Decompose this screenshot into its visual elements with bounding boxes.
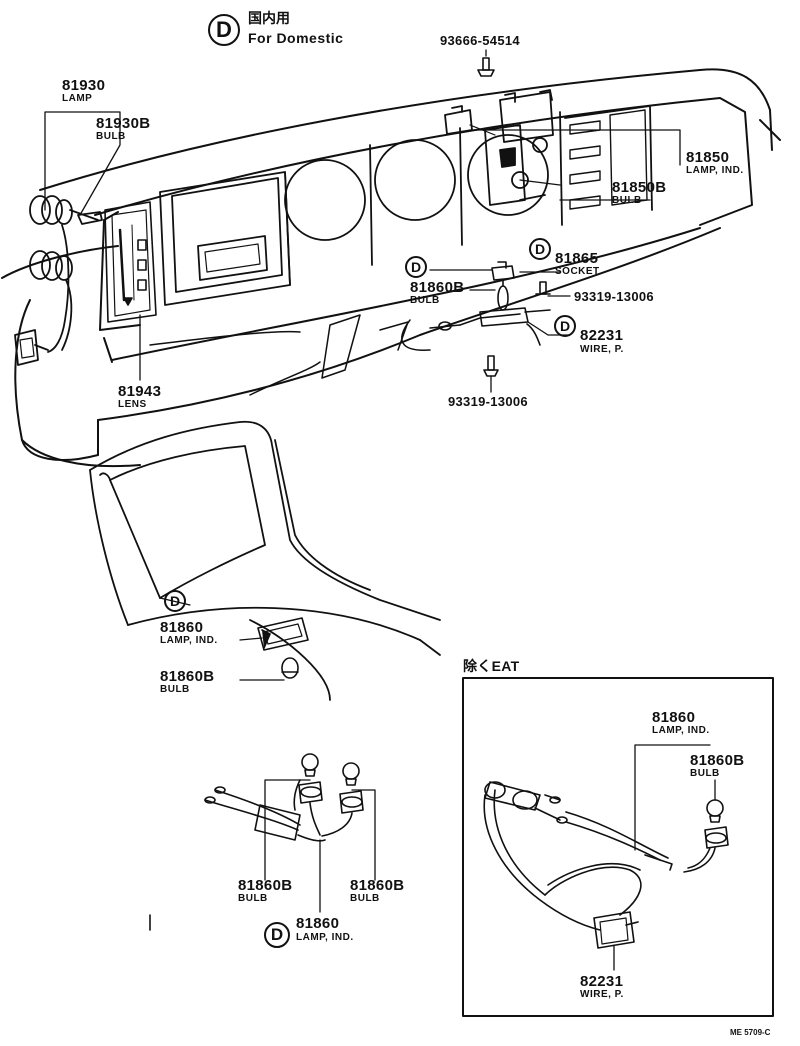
leader-lines: [44, 49, 716, 971]
label-81860-bottom-name: LAMP, IND.: [296, 932, 354, 943]
console-outline: [89, 420, 441, 701]
domestic-marker-bottom: D: [264, 922, 290, 948]
label-81860b-top-number: 81860B: [410, 279, 465, 296]
screw-93666-drawing: [477, 57, 495, 77]
label-81860b-top-name: BULB: [410, 295, 440, 306]
socket-wire-drawing: [429, 261, 551, 377]
label-93319-a-number: 93319-13006: [574, 289, 654, 304]
label-81930-number: 81930: [62, 77, 106, 94]
label-81860-bottom-number: 81860: [296, 915, 340, 932]
label-81860-box-number: 81860: [652, 709, 696, 726]
inset-box: [462, 677, 774, 1017]
legend-jp: 国内用: [248, 10, 290, 26]
domestic-marker-console: D: [164, 590, 186, 612]
domestic-marker-81865: D: [529, 238, 551, 260]
label-81860b-console-number: 81860B: [160, 668, 215, 685]
label-81860b-console-name: BULB: [160, 684, 190, 695]
dashboard-outline: [1, 68, 781, 468]
label-82231-box-number: 82231: [580, 973, 624, 990]
label-81860-console-name: LAMP, IND.: [160, 635, 218, 646]
label-81860b-left-number: 81860B: [238, 877, 293, 894]
label-81860b-box-number: 81860B: [690, 752, 745, 769]
label-81850b-number: 81850B: [612, 179, 667, 196]
label-81943-name: LENS: [118, 399, 147, 410]
label-81930b-name: BULB: [96, 131, 126, 142]
label-81943-number: 81943: [118, 383, 162, 400]
label-81865-number: 81865: [555, 250, 599, 267]
label-81860b-left-name: BULB: [238, 893, 268, 904]
bottom-lamp-drawing: [204, 753, 364, 842]
label-93666-number: 93666-54514: [440, 33, 520, 48]
label-82231-top-name: WIRE, P.: [580, 344, 624, 355]
label-82231-top-number: 82231: [580, 327, 624, 344]
label-81850b-name: BULB: [612, 195, 642, 206]
label-81850-number: 81850: [686, 149, 730, 166]
lamp-81850-drawing: [444, 89, 554, 206]
domestic-marker-81860b: D: [405, 256, 427, 278]
domestic-marker-82231: D: [554, 315, 576, 337]
label-81860-console-number: 81860: [160, 619, 204, 636]
label-81865-name: SOCKET: [555, 266, 600, 277]
label-81860-box-name: LAMP, IND.: [652, 725, 710, 736]
label-81860b-box-name: BULB: [690, 768, 720, 779]
label-81860b-right-name: BULB: [350, 893, 380, 904]
label-82231-box-name: WIRE, P.: [580, 989, 624, 1000]
lens-panel: [104, 201, 157, 323]
label-81850-name: LAMP, IND.: [686, 165, 744, 176]
label-81930b-number: 81930B: [96, 115, 151, 132]
label-81930-name: LAMP: [62, 93, 93, 104]
inset-drawing: [483, 781, 729, 949]
lamp-81930-drawing: [14, 195, 103, 366]
legend-en: For Domestic: [248, 30, 344, 46]
legend-domestic-symbol: D: [208, 14, 240, 46]
inset-title: 除くEAT: [463, 658, 520, 674]
drawing-code: ME 5709-C: [730, 1028, 771, 1037]
label-81860b-right-number: 81860B: [350, 877, 405, 894]
console-lamp-drawing: [257, 617, 309, 679]
label-93319-b-number: 93319-13006: [448, 394, 528, 409]
